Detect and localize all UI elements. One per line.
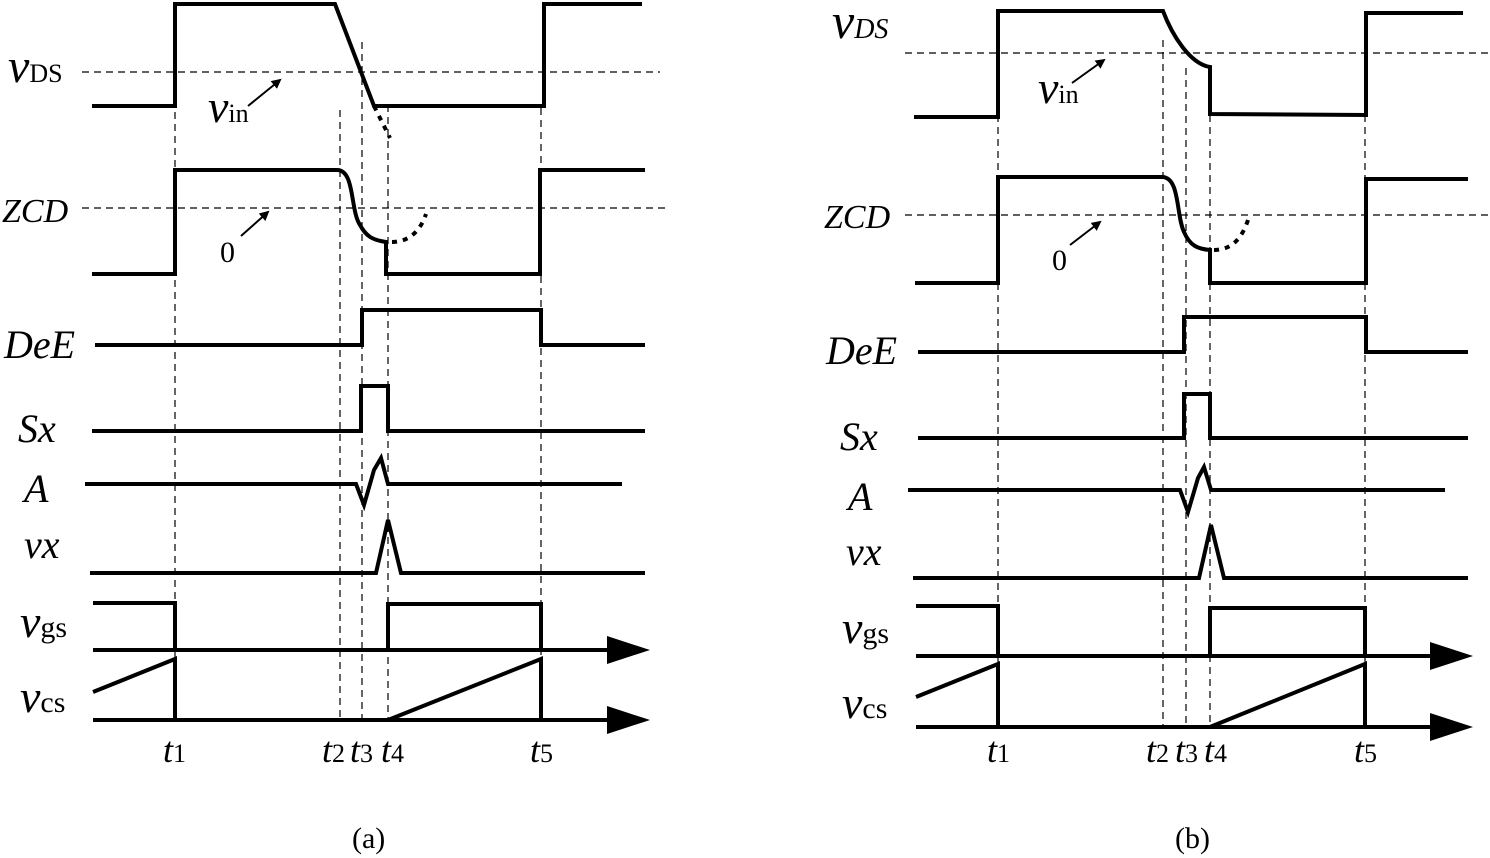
vcs-waveform [92, 656, 543, 722]
time-label-t4: t4 [381, 730, 404, 770]
time-label-t3: t3 [1175, 730, 1198, 770]
time-label-t2: t2 [322, 730, 345, 770]
vgs-axis-arrowhead [1430, 642, 1473, 670]
vds-waveform [92, 2, 642, 108]
sx-waveform [918, 392, 1468, 440]
sx-waveform [92, 384, 645, 433]
dee-waveform [918, 315, 1468, 354]
time-label-t5: t5 [530, 730, 553, 770]
vgs-waveform [93, 601, 543, 650]
caption-b: (b) [1175, 822, 1210, 855]
signal-label-dee: DeE [3, 322, 75, 367]
vin-arrow [1071, 58, 1106, 84]
annotation-zero: 0 [1052, 244, 1067, 277]
vx-waveform [90, 519, 645, 575]
time-label-t4: t4 [1204, 730, 1227, 770]
signal-label-vx: vx [846, 529, 882, 574]
vds-waveform [914, 9, 1463, 119]
time-label-t3: t3 [350, 730, 373, 770]
time-label-t1: t1 [987, 730, 1010, 770]
signal-label-sx: Sx [840, 414, 878, 459]
panel-a: vDS vin ZCD 0 DeE Sx A vx vgs vcs t1 [2, 2, 665, 855]
a-waveform [908, 461, 1445, 519]
signal-label-vgs: vgs [20, 596, 67, 647]
annotation-vin: vin [208, 81, 249, 132]
signal-label-vcs: vcs [842, 677, 887, 728]
vcs-axis-arrowhead [1430, 713, 1473, 741]
signal-label-vds: vDS [832, 0, 888, 49]
zero-arrow [1069, 220, 1102, 246]
signal-label-zcd: ZCD [824, 199, 891, 236]
signal-label-sx: Sx [18, 406, 56, 451]
zero-arrow [240, 210, 270, 237]
zcd-waveform [915, 175, 1468, 285]
annotation-zero: 0 [220, 236, 235, 269]
caption-a: (a) [352, 822, 385, 855]
vcs-axis-arrowhead [607, 706, 650, 734]
time-label-t2: t2 [1146, 730, 1169, 770]
a-waveform [85, 452, 622, 512]
vcs-waveform [915, 661, 1367, 729]
signal-label-vcs: vcs [20, 671, 65, 722]
signal-label-a: A [845, 474, 873, 519]
signal-label-vgs: vgs [842, 602, 889, 653]
vgs-axis-arrowhead [607, 636, 650, 664]
annotation-vin: vin [1038, 62, 1079, 113]
zcd-extrapolation-dots [391, 213, 428, 244]
signal-label-a: A [21, 466, 49, 511]
zcd-extrapolation-dots [1213, 219, 1250, 252]
signal-label-zcd: ZCD [2, 193, 69, 230]
signal-label-vx: vx [24, 522, 60, 567]
vin-arrow [247, 78, 282, 107]
vx-waveform [913, 524, 1468, 580]
vgs-waveform [916, 604, 1367, 656]
signal-label-vds: vDS [8, 40, 63, 93]
dee-waveform [95, 308, 645, 347]
time-label-t1: t1 [163, 730, 186, 770]
zcd-waveform [92, 168, 645, 276]
time-label-t5: t5 [1354, 730, 1377, 770]
signal-label-dee: DeE [825, 328, 897, 373]
panel-b: vDS vin ZCD 0 DeE Sx A vx vgs vcs t1 [824, 0, 1490, 855]
